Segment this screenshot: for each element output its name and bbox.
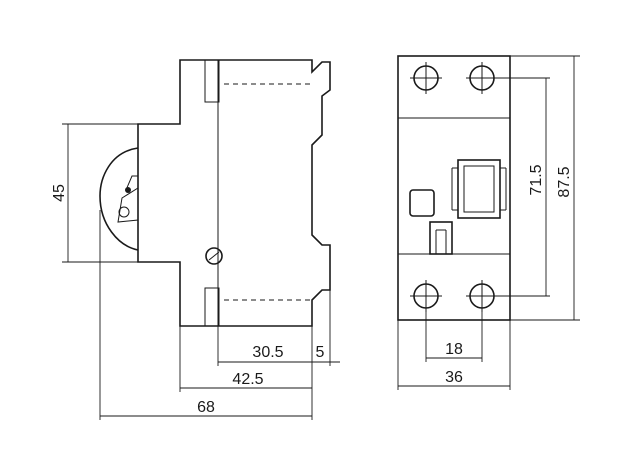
dim-label-71-5: 71.5 xyxy=(528,164,545,195)
dim-label-5: 5 xyxy=(316,344,325,361)
dim-label-87-5: 87.5 xyxy=(556,166,573,197)
dim-label-68: 68 xyxy=(197,399,215,416)
test-button xyxy=(409,189,435,217)
dim-front-width: 36 xyxy=(397,320,511,390)
dim-front-inner-height: 71.5 xyxy=(482,77,550,297)
side-rivet xyxy=(205,247,223,265)
dim-front-pitch: 18 xyxy=(425,308,483,362)
side-top-terminal xyxy=(204,59,220,103)
lever-detail xyxy=(117,175,139,223)
dim-depth-mid: 42.5 xyxy=(180,371,312,389)
dim-label-36: 36 xyxy=(445,369,463,386)
dim-depth-inner: 30.5 5 xyxy=(218,344,340,363)
front-slot xyxy=(429,221,453,255)
front-view: 18 36 71.5 87.5 xyxy=(397,55,580,390)
dim-depth-total: 68 xyxy=(100,399,312,417)
front-toggle-lever xyxy=(451,159,507,219)
side-view-housing xyxy=(137,59,331,327)
dim-side-height: 45 xyxy=(51,123,138,263)
front-view-housing xyxy=(397,55,511,321)
dim-label-42-5: 42.5 xyxy=(232,371,263,388)
side-bottom-terminal xyxy=(204,287,220,327)
dim-front-total-height: 87.5 xyxy=(510,55,580,321)
side-view: 45 30.5 5 42.5 68 xyxy=(51,59,340,420)
dim-label-45: 45 xyxy=(51,184,68,202)
dim-label-18: 18 xyxy=(445,341,463,358)
dim-label-30-5: 30.5 xyxy=(252,344,283,361)
side-view-lever-dome xyxy=(99,147,139,251)
